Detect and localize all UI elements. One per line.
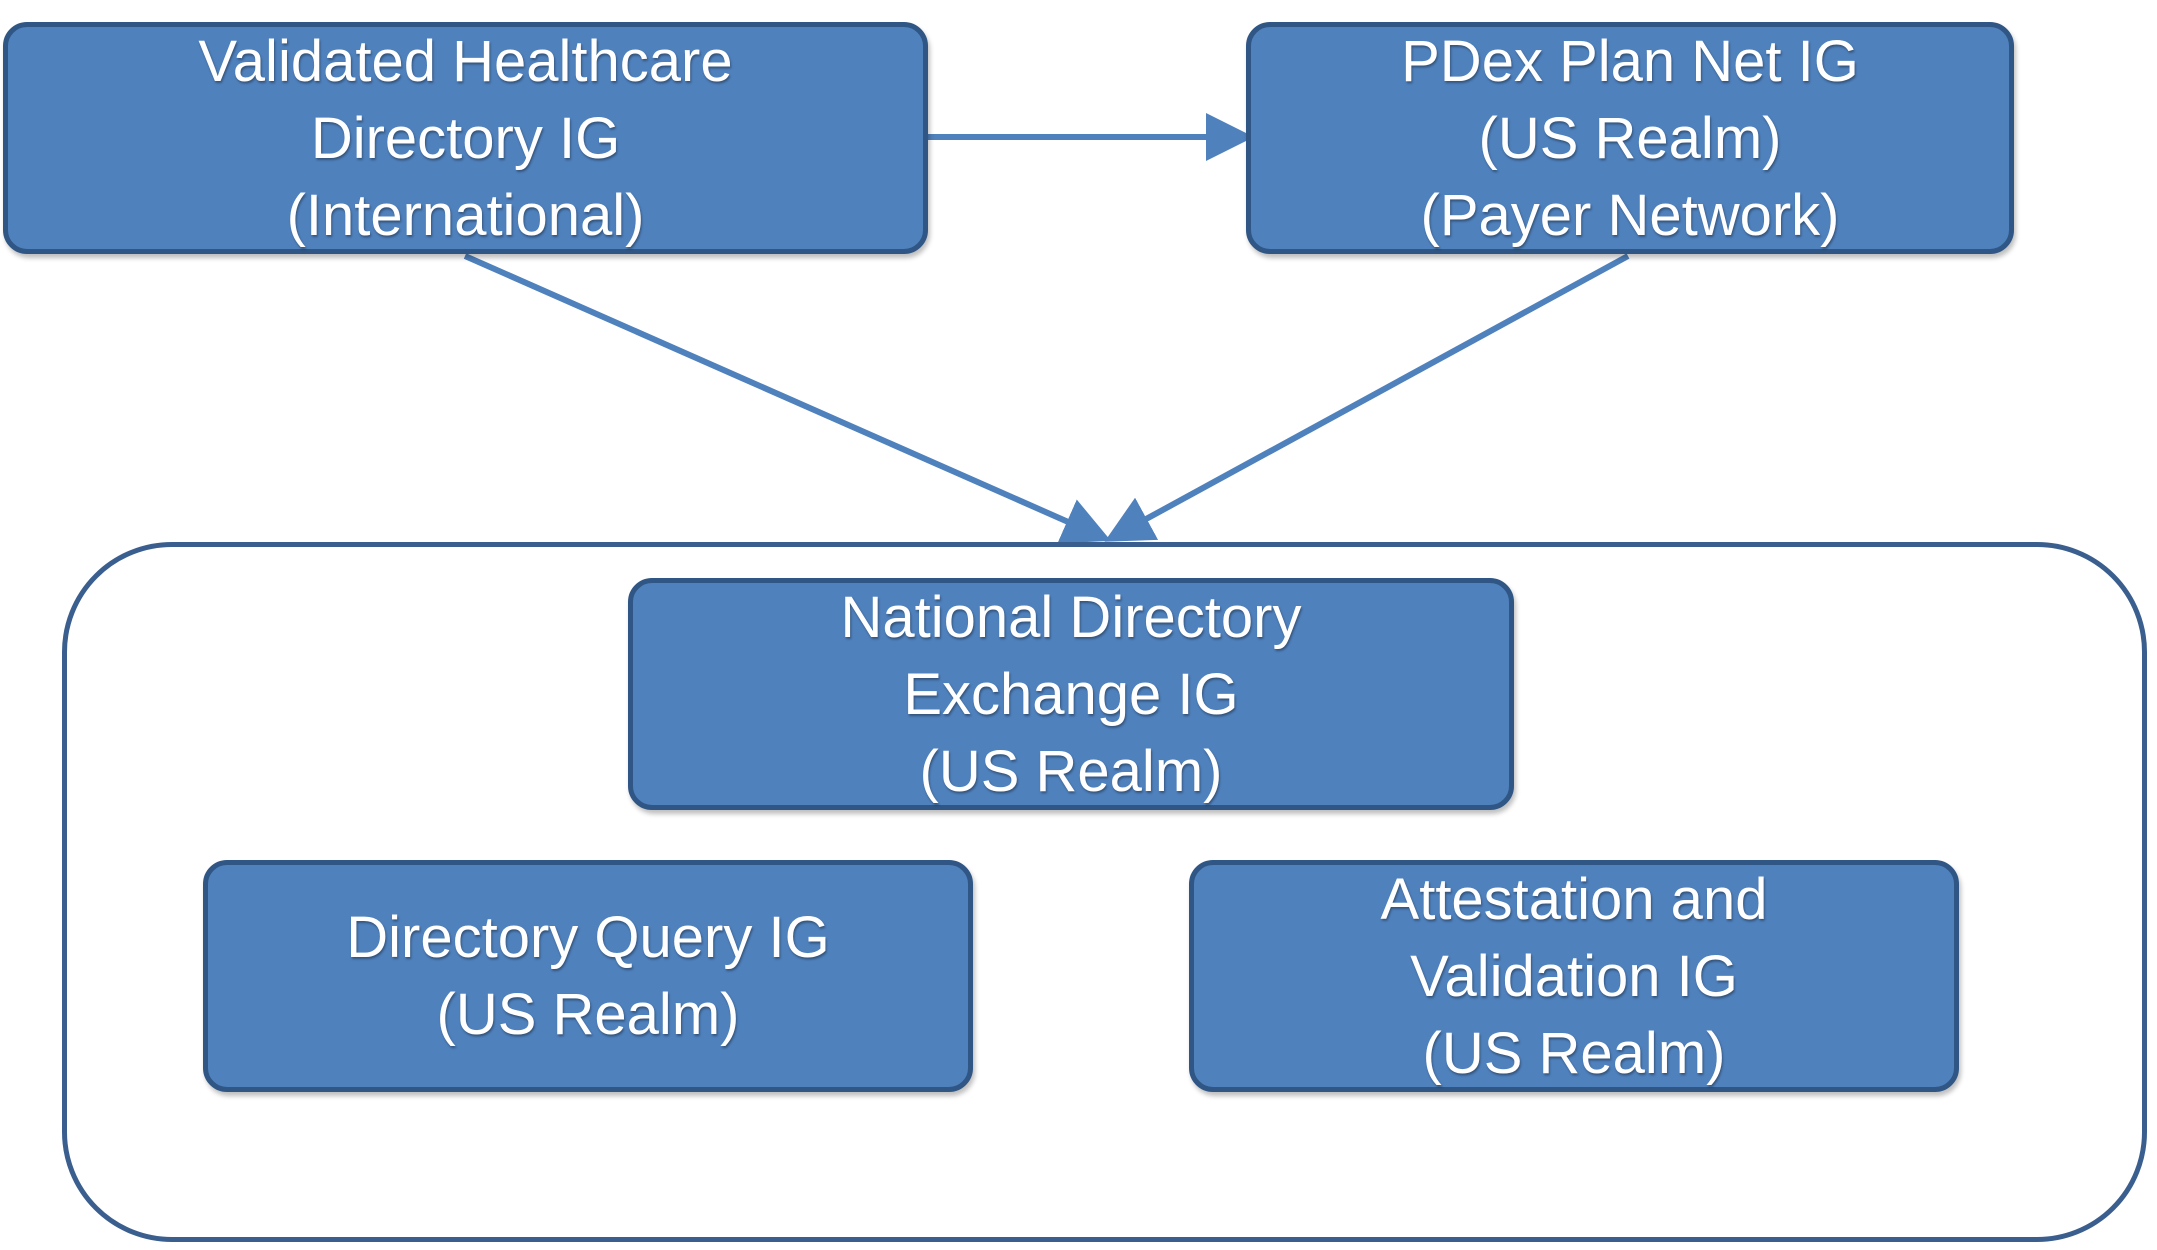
nde-line-3: (US Realm) [919, 738, 1223, 804]
attest-line-1: Attestation and [1380, 866, 1768, 932]
arrow-vhdir-to-nde [463, 253, 1111, 544]
vhdir-ig-box: Validated Healthcare Directory IG (Inter… [3, 22, 928, 254]
national-directory-exchange-ig-label: National Directory Exchange IG (US Realm… [841, 579, 1302, 810]
nde-line-1: National Directory [840, 584, 1302, 650]
pdex-line-1: PDex Plan Net IG [1401, 28, 1859, 94]
vhdir-ig-line-2: Directory IG [310, 105, 621, 171]
vhdir-ig-line-1: Validated Healthcare [198, 28, 733, 94]
us-realm-group-container [62, 542, 2147, 1242]
arrow-pdex-to-nde [1104, 253, 1630, 542]
pdex-plan-net-ig-box: PDex Plan Net IG (US Realm) (Payer Netwo… [1246, 22, 2014, 254]
attest-line-3: (US Realm) [1422, 1020, 1726, 1086]
pdex-line-2: (US Realm) [1478, 105, 1782, 171]
query-line-1: Directory Query IG [346, 905, 830, 970]
attestation-validation-ig-label: Attestation and Validation IG (US Realm) [1381, 861, 1768, 1092]
directory-query-ig-box: Directory Query IG (US Realm) [203, 860, 973, 1092]
vhdir-ig-line-3: (International) [286, 182, 645, 248]
pdex-plan-net-ig-label: PDex Plan Net IG (US Realm) (Payer Netwo… [1401, 23, 1859, 254]
attest-line-2: Validation IG [1410, 943, 1738, 1009]
directory-query-ig-label: Directory Query IG (US Realm) [346, 899, 829, 1053]
pdex-line-3: (Payer Network) [1420, 182, 1840, 248]
nde-line-2: Exchange IG [903, 661, 1239, 727]
attestation-validation-ig-box: Attestation and Validation IG (US Realm) [1189, 860, 1959, 1092]
query-line-2: (US Realm) [436, 982, 740, 1047]
national-directory-exchange-ig-box: National Directory Exchange IG (US Realm… [628, 578, 1514, 810]
vhdir-ig-label: Validated Healthcare Directory IG (Inter… [198, 23, 732, 254]
